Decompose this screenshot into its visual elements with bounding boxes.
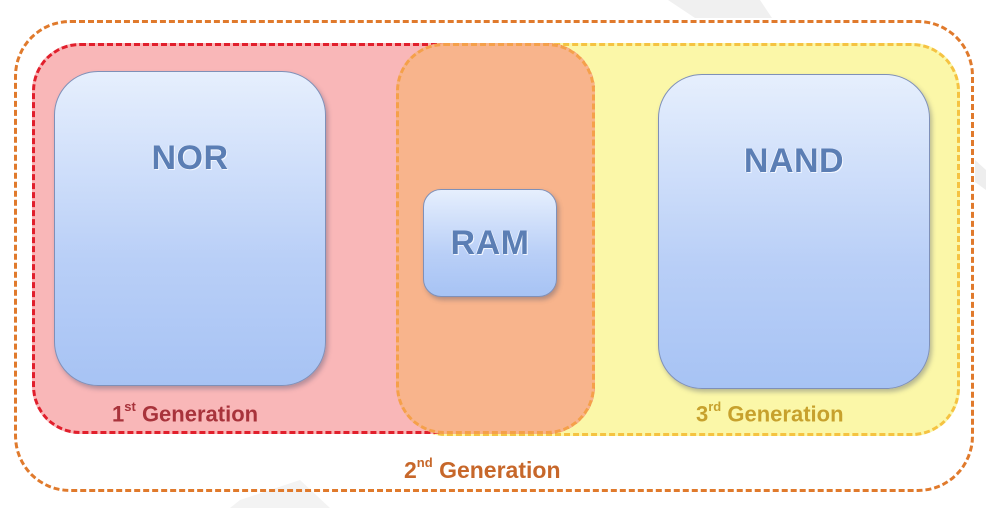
second-generation-word: Generation [439, 457, 561, 483]
watermark-triangle-right [975, 160, 986, 190]
ram-label: RAM [450, 223, 530, 262]
first-generation-suffix: st [124, 399, 136, 414]
watermark-triangle-bottom [230, 480, 330, 508]
third-generation-label: 3rd Generation [696, 399, 844, 427]
second-generation-suffix: nd [416, 455, 433, 471]
nor-box: NOR [54, 71, 326, 386]
first-generation-word: Generation [141, 401, 259, 427]
first-generation-label: 1st Generation [112, 399, 259, 427]
first-generation-number: 1 [112, 401, 125, 427]
third-generation-suffix: rd [708, 399, 722, 414]
nor-label: NOR [151, 139, 229, 177]
watermark-triangle-top [668, 0, 772, 18]
second-generation-number: 2 [404, 457, 417, 483]
second-generation-region [14, 20, 974, 492]
nand-box: NAND [658, 74, 930, 389]
third-generation-word: Generation [727, 401, 844, 427]
nand-label: NAND [743, 142, 845, 180]
second-generation-label: 2nd Generation [404, 455, 561, 484]
third-generation-number: 3 [696, 401, 709, 427]
ram-box: RAM [423, 189, 557, 297]
